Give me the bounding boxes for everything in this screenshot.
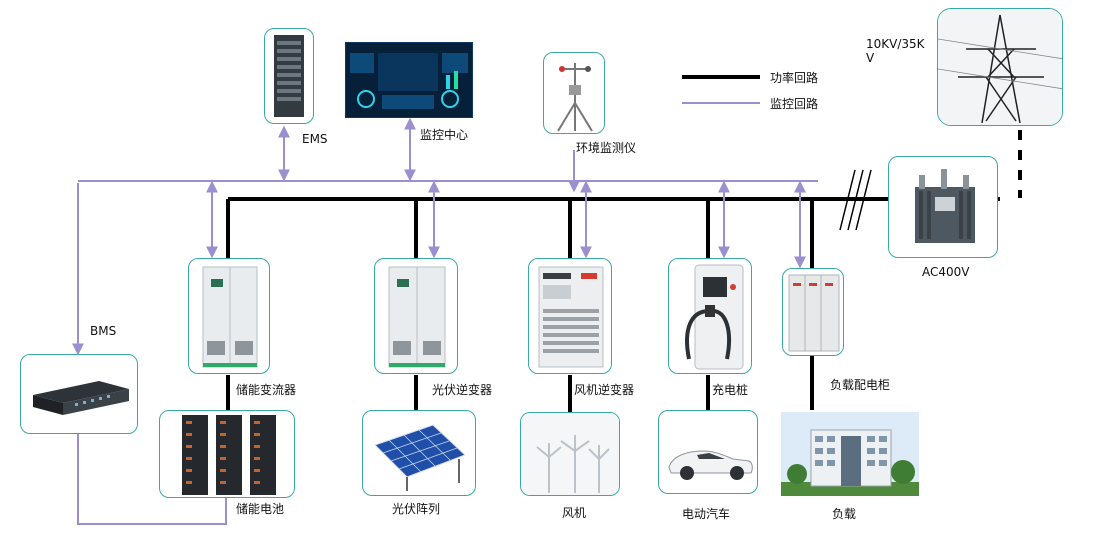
battery-rack-icon: [182, 415, 276, 495]
wind-label: 风机: [562, 506, 587, 520]
load-cabinet-label: 负载配电柜: [830, 378, 891, 392]
pcs-label: 储能变流器: [236, 383, 297, 397]
legend-power-label: 功率回路: [770, 71, 819, 85]
solar-panel-icon: [374, 424, 466, 491]
breaker-marks: [839, 169, 872, 231]
bms-battery-link: [77, 434, 227, 525]
wind-inverter-label: 风机逆变器: [574, 383, 635, 397]
transmission-tower-icon: [938, 9, 1062, 125]
building-icon: [781, 412, 919, 496]
battery-box[interactable]: [159, 410, 295, 498]
wind-turbine-icon: [521, 413, 619, 495]
grid-tower-box[interactable]: [937, 8, 1063, 126]
charger-box[interactable]: [668, 258, 752, 374]
load-label: 负载: [832, 507, 857, 521]
pv-array-label: 光伏阵列: [392, 502, 441, 516]
battery-label: 储能电池: [236, 502, 285, 516]
dashboard-icon: [350, 53, 468, 109]
pcs-box[interactable]: [188, 258, 270, 374]
monitor-center-label: 监控中心: [420, 128, 469, 142]
monitor-center-screen[interactable]: [345, 42, 473, 118]
pv-array-box[interactable]: [362, 410, 476, 496]
pcs-cabinet-icon: [202, 266, 258, 368]
pv-inverter-label: 光伏逆变器: [432, 383, 493, 397]
wind-turbine-box[interactable]: [520, 412, 620, 496]
load-cabinet-box[interactable]: [782, 268, 844, 356]
ems-server-box[interactable]: [264, 28, 314, 124]
env-monitor-label: 环境监测仪: [576, 141, 637, 155]
bms-unit-icon: [33, 381, 129, 415]
weather-station-icon: [557, 63, 593, 132]
ems-label: EMS: [302, 132, 328, 146]
ev-box[interactable]: [658, 410, 758, 494]
charging-pile-icon: [685, 264, 744, 370]
distribution-cabinet-icon: [788, 274, 840, 352]
ev-label: 电动汽车: [682, 507, 731, 521]
charger-label: 充电桩: [712, 383, 749, 397]
transformer-box[interactable]: [888, 156, 998, 258]
wind-inverter-cabinet-icon: [538, 266, 604, 368]
pv-inverter-box[interactable]: [374, 258, 458, 374]
bms-label: BMS: [90, 324, 117, 338]
grid-label: 10KV/35KV: [866, 37, 930, 65]
wind-inverter-box[interactable]: [528, 258, 612, 374]
bms-device-box[interactable]: [20, 354, 138, 434]
electric-car-icon: [668, 450, 753, 480]
env-monitor-box[interactable]: [543, 52, 605, 134]
transformer-icon: [915, 169, 975, 243]
transformer-label: AC400V: [922, 265, 970, 279]
server-rack-icon: [274, 35, 304, 117]
pv-inverter-cabinet-icon: [388, 266, 446, 368]
load-building[interactable]: [781, 412, 919, 496]
legend-monitor-label: 监控回路: [770, 97, 819, 111]
grid-label-text: 10KV/35KV: [866, 37, 925, 65]
